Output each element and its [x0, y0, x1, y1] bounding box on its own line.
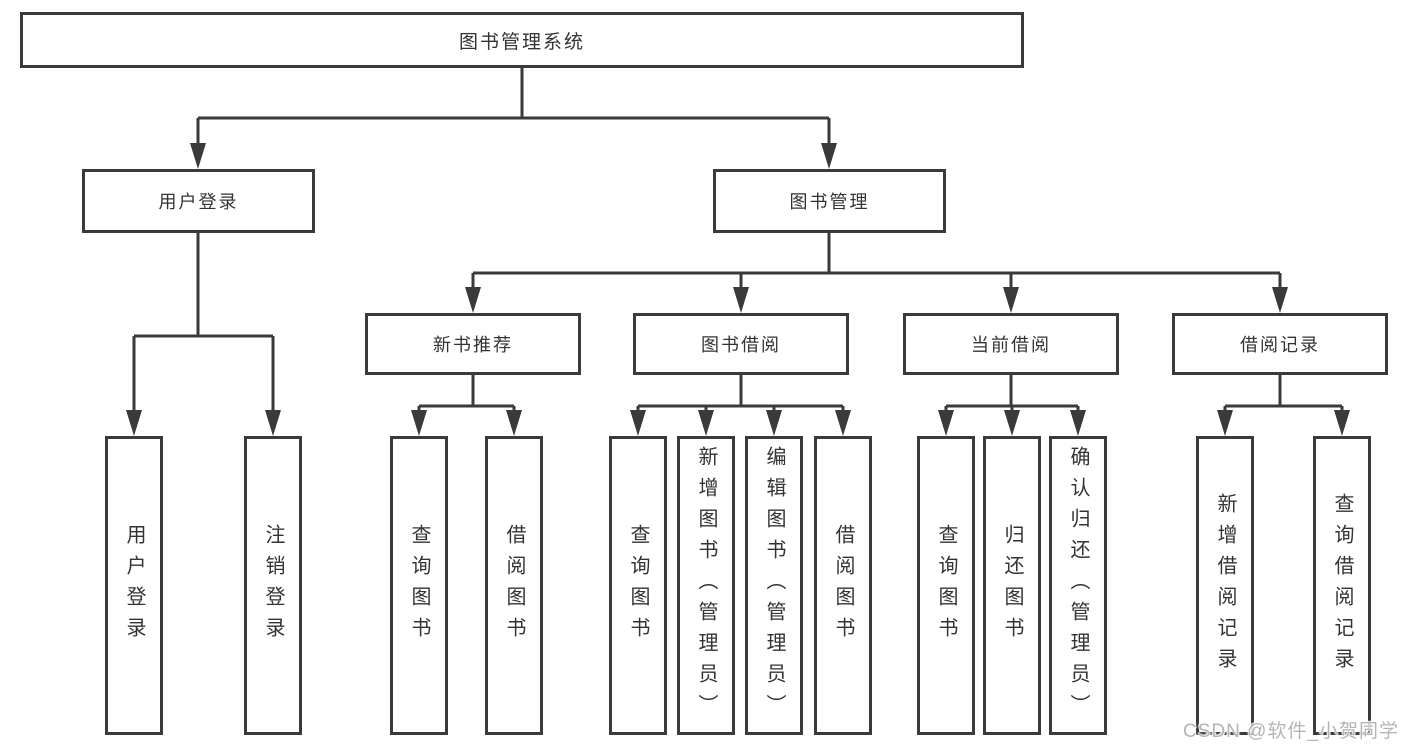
node-label: 图书管理 [789, 192, 870, 212]
node-label: 查询图书 [627, 523, 649, 648]
node-label: 新书推荐 [433, 335, 513, 355]
node-label: 注销登录 [262, 523, 284, 648]
leaf-borrow-books: 借阅图书 [814, 436, 872, 735]
node-label: 图书管理系统 [458, 31, 585, 53]
node-label: 借阅记录 [1240, 335, 1320, 355]
leaf-add-books-admin: 新增图书（管理员） [677, 436, 735, 735]
leaf-return-books: 归还图书 [983, 436, 1041, 735]
node-label: 归还图书 [1001, 523, 1023, 648]
node-label: 用户登录 [158, 192, 239, 212]
csdn-watermark: CSDN @软件_小贺同学 [1183, 721, 1399, 742]
leaf-query-books: 查询图书 [917, 436, 975, 735]
node-book-borrow: 图书借阅 [633, 313, 849, 375]
leaf-query-books: 查询图书 [609, 436, 667, 735]
node-label: 图书借阅 [701, 335, 781, 355]
connector-lines [132, 68, 1344, 414]
node-new-book-recommend: 新书推荐 [365, 313, 581, 375]
node-library-management-system: 图书管理系统 [20, 12, 1024, 68]
node-borrow-records: 借阅记录 [1172, 313, 1388, 375]
leaf-query-borrow-record: 查询借阅记录 [1313, 436, 1371, 735]
leaf-confirm-return-admin: 确认归还（管理员） [1049, 436, 1107, 735]
node-label: 查询借阅记录 [1331, 492, 1353, 679]
node-label: 编辑图书（管理员） [763, 446, 785, 725]
node-label: 借阅图书 [503, 523, 525, 648]
node-label: 借阅图书 [832, 523, 854, 648]
leaf-query-books: 查询图书 [390, 436, 448, 735]
node-label: 查询图书 [935, 523, 957, 648]
node-label: 当前借阅 [971, 335, 1051, 355]
arrowheads [126, 143, 1350, 436]
node-book-management: 图书管理 [713, 169, 946, 233]
node-current-borrow: 当前借阅 [903, 313, 1119, 375]
node-user-login: 用户登录 [82, 169, 315, 233]
leaf-edit-books-admin: 编辑图书（管理员） [745, 436, 803, 735]
leaf-logout: 注销登录 [244, 436, 302, 735]
node-label: 用户登录 [123, 523, 145, 648]
node-label: 确认归还（管理员） [1067, 446, 1089, 725]
leaf-user-login: 用户登录 [105, 436, 163, 735]
leaf-add-borrow-record: 新增借阅记录 [1196, 436, 1254, 735]
node-label: 查询图书 [408, 523, 430, 648]
leaf-borrow-books: 借阅图书 [485, 436, 543, 735]
node-label: 新增借阅记录 [1214, 492, 1236, 679]
node-label: 新增图书（管理员） [695, 446, 717, 725]
